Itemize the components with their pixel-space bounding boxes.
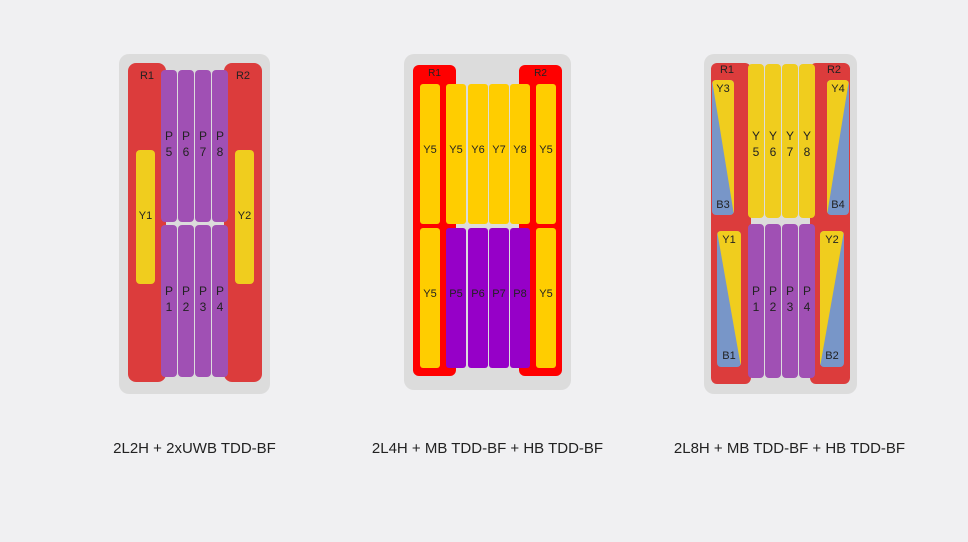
right-bottom-y5-element <box>536 228 556 368</box>
y4-b4-element <box>827 80 849 215</box>
y6-element <box>765 64 781 218</box>
y2-label: Y2 <box>825 234 839 246</box>
right-top-label: Y5 <box>539 144 553 156</box>
caption-2l2h: 2L2H + 2xUWB TDD-BF <box>113 440 276 457</box>
p1-element <box>161 225 177 377</box>
r2-label: R2 <box>534 68 547 79</box>
y5-element <box>748 64 764 218</box>
p1-element <box>748 224 764 378</box>
p7-label: P 7 <box>198 129 207 159</box>
y1-yellow-wedge <box>717 231 741 367</box>
y4-label: Y4 <box>831 83 845 95</box>
y4-yellow-wedge <box>827 80 849 215</box>
p3-label: P 3 <box>198 284 207 314</box>
p6-label: P6 <box>471 288 485 300</box>
p2-element <box>178 225 194 377</box>
p6-element <box>178 70 194 222</box>
left-top-y5-element <box>420 84 440 224</box>
y2-yellow-wedge <box>820 231 844 367</box>
y2-element <box>235 150 254 284</box>
y7-element <box>489 84 509 224</box>
p4-element <box>799 224 815 378</box>
y8-element <box>510 84 530 224</box>
p4-label: P 4 <box>802 284 811 314</box>
y6-label: Y6 <box>471 144 485 156</box>
caption-2l8h: 2L8H + MB TDD-BF + HB TDD-BF <box>673 440 906 457</box>
y5-element <box>446 84 466 224</box>
y1-element <box>136 150 155 284</box>
p3-element <box>195 225 211 377</box>
left-bottom-y5-element <box>420 228 440 368</box>
y3-yellow-wedge <box>712 80 734 215</box>
left-bottom-label: Y5 <box>423 288 437 300</box>
p6-element <box>468 228 488 368</box>
y8-element <box>799 64 815 218</box>
b1-label: B1 <box>722 350 736 362</box>
y7-element <box>782 64 798 218</box>
p8-label: P8 <box>513 288 527 300</box>
p7-label: P7 <box>492 288 506 300</box>
y7-label: Y7 <box>492 144 506 156</box>
y5-label: Y 5 <box>751 129 760 159</box>
p5-label: P 5 <box>164 129 173 159</box>
p5-element <box>161 70 177 222</box>
p4-element <box>212 225 228 377</box>
y2-b2-element <box>820 231 844 367</box>
y5-label: Y5 <box>449 144 463 156</box>
y8-label: Y 8 <box>802 129 811 159</box>
r2-label: R2 <box>826 64 842 76</box>
y3-label: Y3 <box>716 83 730 95</box>
p1-label: P 1 <box>751 284 760 314</box>
caption-2l4h: 2L4H + MB TDD-BF + HB TDD-BF <box>371 440 604 457</box>
p5-element <box>446 228 466 368</box>
p8-element <box>510 228 530 368</box>
y7-label: Y 7 <box>785 129 794 159</box>
r1-label: R1 <box>428 68 441 79</box>
r1-label: R1 <box>719 64 735 76</box>
y1-label: Y1 <box>722 234 736 246</box>
right-top-y5-element <box>536 84 556 224</box>
p3-label: P 3 <box>785 284 794 314</box>
p5-label: P5 <box>449 288 463 300</box>
p2-label: P 2 <box>768 284 777 314</box>
p2-label: P 2 <box>181 284 190 314</box>
y3-b3-element <box>712 80 734 215</box>
right-bottom-label: Y5 <box>539 288 553 300</box>
p8-element <box>212 70 228 222</box>
p8-label: P 8 <box>215 129 224 159</box>
y6-element <box>468 84 488 224</box>
y6-label: Y 6 <box>768 129 777 159</box>
p4-label: P 4 <box>215 284 224 314</box>
p2-element <box>765 224 781 378</box>
y1-label: Y1 <box>138 210 153 222</box>
b4-label: B4 <box>831 199 845 211</box>
b3-label: B3 <box>716 199 730 211</box>
r1-label: R1 <box>139 70 155 82</box>
y1-b1-element <box>717 231 741 367</box>
p7-element <box>195 70 211 222</box>
y8-label: Y8 <box>513 144 527 156</box>
p7-element <box>489 228 509 368</box>
b2-label: B2 <box>825 350 839 362</box>
p6-label: P 6 <box>181 129 190 159</box>
p3-element <box>782 224 798 378</box>
y2-label: Y2 <box>237 210 252 222</box>
r2-label: R2 <box>235 70 251 82</box>
p1-label: P 1 <box>164 284 173 314</box>
left-top-label: Y5 <box>423 144 437 156</box>
